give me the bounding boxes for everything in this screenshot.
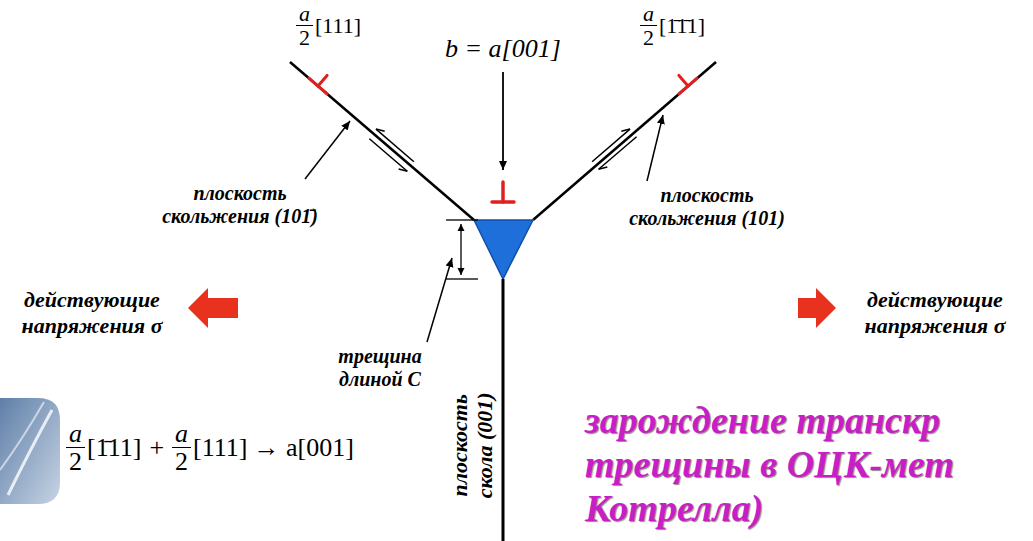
crack-wedge xyxy=(474,220,533,279)
crack-length-text: трещина длиной C xyxy=(338,345,421,390)
logo-swirl xyxy=(8,410,52,495)
fraction-denominator: 2 xyxy=(640,26,657,49)
cleavage-plane-label: плоскость скола (001) xyxy=(447,370,498,520)
fraction-denominator: 2 xyxy=(172,448,191,475)
slip-plane-label: плоскость скольжения (101̄) xyxy=(145,182,335,228)
fraction-numerator: a xyxy=(66,420,85,448)
cleavage-plane-line xyxy=(502,279,505,541)
stress-label: действующие напряжения σ xyxy=(2,287,182,339)
resultant-burgers-label: b = a[001] xyxy=(445,34,561,64)
logo-fragment xyxy=(0,398,60,504)
stress-label: действующие напряжения σ xyxy=(845,287,1025,339)
fraction: a2 xyxy=(66,420,85,476)
burgers-vector-label: a2[1̄1̄1] xyxy=(640,2,705,49)
shear-arrow xyxy=(369,129,414,171)
leader-line xyxy=(647,115,663,181)
edge-dislocation-symbol xyxy=(309,75,327,93)
fraction: a2 xyxy=(640,2,657,49)
miller-index: [111] xyxy=(193,433,247,463)
title-line: трещины в ОЦК-мет xyxy=(585,442,954,486)
stress-arrow xyxy=(798,288,836,328)
stress-text: действующие напряжения σ xyxy=(21,287,162,338)
fraction: a2 xyxy=(296,2,313,49)
fraction-denominator: 2 xyxy=(296,26,313,49)
edge-dislocation-symbol xyxy=(492,182,514,202)
title-line: зарождение транскр xyxy=(585,398,954,442)
fraction-numerator: a xyxy=(296,2,313,26)
miller-index: [111] xyxy=(315,13,361,39)
fraction-numerator: a xyxy=(640,2,657,26)
leader-line xyxy=(305,121,350,179)
reaction-result: → a[001] xyxy=(253,433,353,463)
fraction-numerator: a xyxy=(172,420,191,448)
burgers-vector-text: b = a[001] xyxy=(445,34,561,63)
slip-plane-text: плоскость скольжения (101̄) xyxy=(162,182,318,227)
slip-plane-label: плоскость скольжения (101) xyxy=(612,184,802,230)
logo-shape xyxy=(0,398,60,504)
miller-index: [1̄11] xyxy=(87,433,141,463)
fraction-denominator: 2 xyxy=(66,448,85,475)
stress-text: действующие напряжения σ xyxy=(864,287,1005,338)
edge-dislocation-symbol xyxy=(679,75,697,93)
stress-arrow xyxy=(188,288,238,328)
slide-title: зарождение транскртрещины в ОЦК-метКотре… xyxy=(585,398,954,530)
logo-swirl xyxy=(0,402,44,470)
cleavage-plane-text: плоскость скола (001) xyxy=(447,392,497,498)
slip-plane-line xyxy=(290,62,474,220)
fraction: a2 xyxy=(172,420,191,476)
slip-plane-text: плоскость скольжения (101) xyxy=(629,184,785,229)
crack-length-label: трещина длиной C xyxy=(325,345,435,391)
shear-arrow xyxy=(592,129,637,169)
plus-sign: + xyxy=(149,433,164,463)
miller-index: [1̄1̄1] xyxy=(659,13,705,39)
title-line: Котрелла) xyxy=(585,486,954,530)
leader-line xyxy=(427,258,452,342)
crack-length-dimension xyxy=(446,220,478,279)
burgers-vector-label: a2[111] xyxy=(296,2,361,49)
dislocation-reaction: a2[1̄11]+a2[111]→ a[001] xyxy=(66,420,354,476)
pointer-arrow xyxy=(502,72,504,170)
